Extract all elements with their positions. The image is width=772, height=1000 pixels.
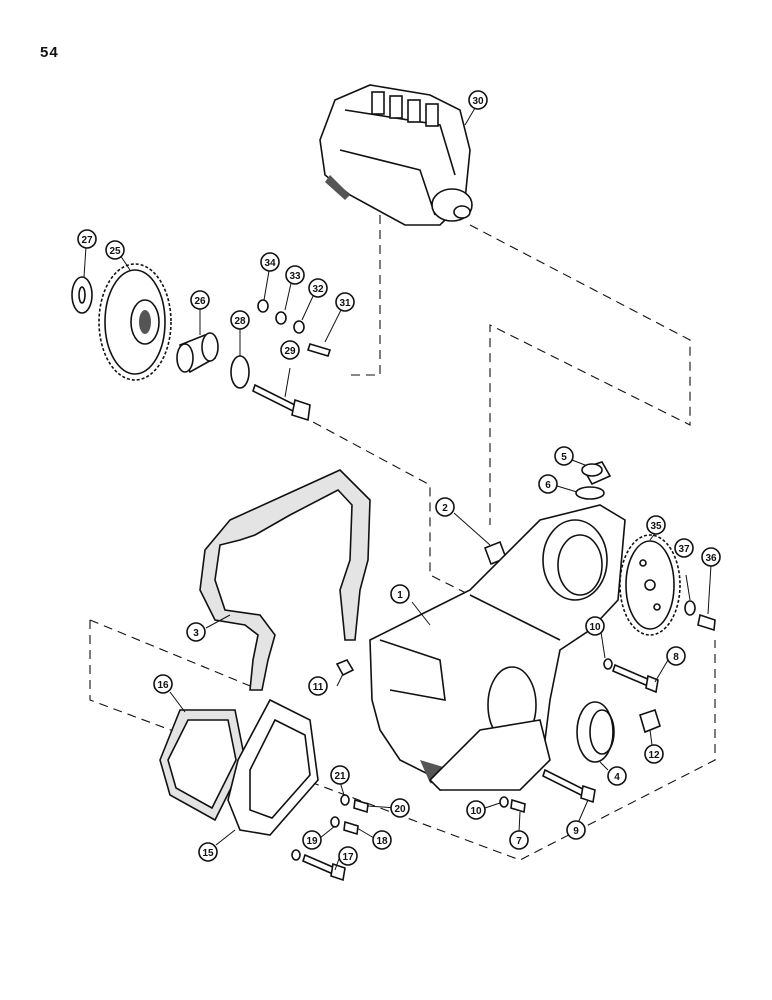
svg-text:12: 12 bbox=[648, 750, 660, 761]
front-plate-gasket bbox=[199, 469, 371, 691]
svg-text:34: 34 bbox=[264, 258, 276, 269]
svg-text:31: 31 bbox=[339, 298, 351, 309]
callout-21: 21 bbox=[330, 765, 350, 785]
callout-25: 25 bbox=[105, 240, 125, 260]
svg-text:25: 25 bbox=[109, 246, 121, 257]
callout-7: 7 bbox=[509, 830, 529, 850]
callout-12: 12 bbox=[644, 744, 664, 764]
callout-4: 4 bbox=[607, 766, 627, 786]
svg-text:3: 3 bbox=[193, 628, 199, 639]
callout-19: 19 bbox=[302, 830, 322, 850]
svg-text:17: 17 bbox=[342, 852, 354, 863]
callout-9: 9 bbox=[566, 820, 586, 840]
svg-text:32: 32 bbox=[312, 284, 324, 295]
timing-gear-housing bbox=[369, 504, 626, 791]
hub-bolt bbox=[252, 383, 311, 422]
callout-36: 36 bbox=[701, 547, 721, 567]
idler-gear bbox=[619, 534, 681, 636]
svg-text:11: 11 bbox=[313, 682, 324, 693]
svg-text:1: 1 bbox=[397, 590, 403, 601]
callout-group: 1 2 3 4 5 6 7 8 9 10 10 11 12 15 16 17 1… bbox=[77, 90, 721, 866]
cover-fasteners bbox=[291, 794, 369, 882]
callout-26: 26 bbox=[190, 290, 210, 310]
cover-plug bbox=[575, 461, 612, 500]
injection-pump bbox=[319, 84, 473, 226]
housing-bolt-upper bbox=[603, 658, 659, 694]
svg-text:8: 8 bbox=[673, 652, 679, 663]
svg-text:28: 28 bbox=[234, 316, 246, 327]
svg-text:21: 21 bbox=[334, 771, 346, 782]
svg-text:2: 2 bbox=[442, 503, 448, 514]
callout-10-lower: 10 bbox=[466, 800, 486, 820]
svg-text:7: 7 bbox=[516, 836, 522, 847]
callout-17: 17 bbox=[338, 846, 358, 866]
callout-35: 35 bbox=[646, 515, 666, 535]
page-number: 54 bbox=[40, 44, 59, 61]
callout-6: 6 bbox=[538, 474, 558, 494]
callout-16: 16 bbox=[153, 674, 173, 694]
callout-8: 8 bbox=[666, 646, 686, 666]
callout-29: 29 bbox=[280, 340, 300, 360]
svg-text:5: 5 bbox=[561, 452, 567, 463]
callout-10-upper: 10 bbox=[585, 616, 605, 636]
svg-text:33: 33 bbox=[289, 271, 301, 282]
svg-text:19: 19 bbox=[306, 836, 318, 847]
svg-text:16: 16 bbox=[157, 680, 169, 691]
housing-nut bbox=[335, 659, 355, 677]
callout-1: 1 bbox=[390, 584, 410, 604]
callout-37: 37 bbox=[674, 538, 694, 558]
lower-washer-and-bolt bbox=[499, 796, 526, 814]
callout-18: 18 bbox=[372, 830, 392, 850]
pump-mounting-hardware bbox=[257, 299, 332, 357]
svg-text:10: 10 bbox=[470, 806, 482, 817]
callout-5: 5 bbox=[554, 446, 574, 466]
svg-text:30: 30 bbox=[472, 96, 484, 107]
assembly-guide-lines bbox=[89, 215, 716, 861]
svg-text:35: 35 bbox=[650, 521, 662, 532]
callout-28: 28 bbox=[230, 310, 250, 330]
svg-text:37: 37 bbox=[678, 544, 690, 555]
svg-text:6: 6 bbox=[545, 480, 551, 491]
svg-text:26: 26 bbox=[194, 296, 206, 307]
svg-text:15: 15 bbox=[202, 848, 214, 859]
callout-11: 11 bbox=[308, 676, 328, 696]
svg-text:29: 29 bbox=[284, 346, 296, 357]
hub-washer bbox=[230, 355, 250, 389]
gear-hub bbox=[176, 332, 219, 374]
thrust-washer bbox=[71, 276, 93, 314]
access-cover bbox=[227, 698, 319, 836]
callout-30: 30 bbox=[468, 90, 488, 110]
callout-27: 27 bbox=[77, 229, 97, 249]
svg-text:9: 9 bbox=[573, 826, 579, 837]
pump-drive-gear bbox=[98, 263, 172, 381]
cover-gasket bbox=[159, 709, 246, 822]
svg-text:18: 18 bbox=[376, 836, 388, 847]
callout-20: 20 bbox=[390, 798, 410, 818]
svg-text:10: 10 bbox=[589, 622, 601, 633]
callout-33: 33 bbox=[285, 265, 305, 285]
callout-3: 3 bbox=[186, 622, 206, 642]
housing-bolt-lower bbox=[542, 768, 596, 804]
svg-text:36: 36 bbox=[705, 553, 717, 564]
dowel-pin-lower bbox=[639, 708, 661, 734]
svg-text:27: 27 bbox=[81, 235, 93, 246]
svg-text:20: 20 bbox=[394, 804, 406, 815]
gear-retaining-hardware bbox=[684, 600, 716, 632]
oil-seal bbox=[576, 701, 615, 763]
svg-text:4: 4 bbox=[614, 772, 620, 783]
callout-15: 15 bbox=[198, 842, 218, 862]
callout-2: 2 bbox=[435, 497, 455, 517]
callout-32: 32 bbox=[308, 278, 328, 298]
callout-34: 34 bbox=[260, 252, 280, 272]
callout-31: 31 bbox=[335, 292, 355, 312]
